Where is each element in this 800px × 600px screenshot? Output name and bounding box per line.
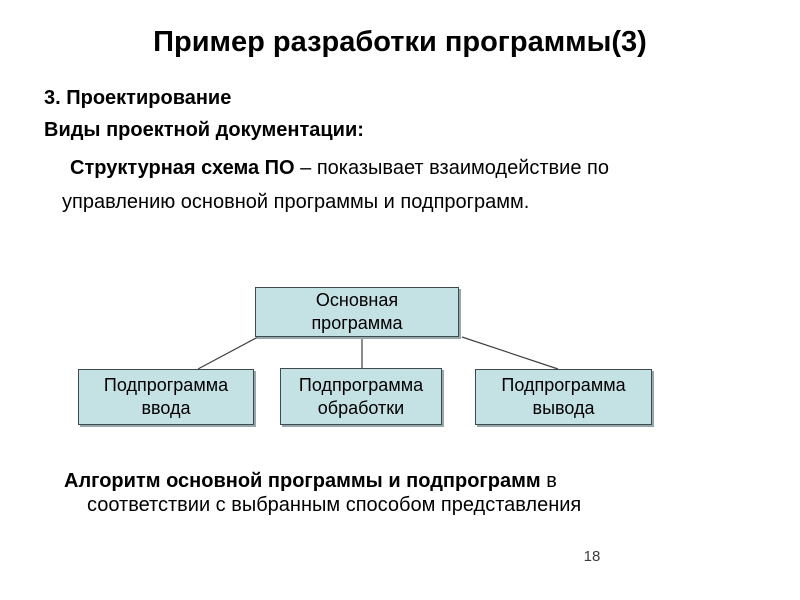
connector-left [197,336,259,370]
node-label-line: ввода [141,398,191,418]
node-label-line: Подпрограмма [298,374,424,395]
page-number: 18 [583,548,601,565]
footer-bold-text: Алгоритм основной программы и подпрограм… [64,470,541,492]
footer-line1-rest: в [540,470,557,492]
node-label-line: программа [311,313,403,333]
paragraph-line1: Структурная схема ПО – показывает взаимо… [70,157,609,180]
node-label-line: обработки [317,397,405,418]
node-label-line: Основная [315,290,399,310]
doc-types-heading: Виды проектной документации: [44,119,364,141]
diagram-node-output-subprogram: Подпрограмма вывода [475,369,652,425]
footer-line1: Алгоритм основной программы и подпрограм… [64,470,557,493]
slide-title: Пример разработки программы(3) [153,26,647,58]
footer-line2: соответствии с выбранным способом предст… [87,494,582,516]
paragraph-line1-rest: – показывает взаимодействие по [294,157,609,179]
diagram-node-main-program: Основная программа [255,287,459,337]
diagram-node-processing-subprogram: Подпрограмма обработки [280,368,442,425]
paragraph-line2: управлению основной программы и подпрогр… [62,191,530,213]
node-label-line: Подпрограмма [103,375,229,395]
node-label-line: вывода [532,398,595,418]
section-heading: 3. Проектирование [44,87,232,109]
connector-right [461,336,559,370]
diagram-node-input-subprogram: Подпрограмма ввода [78,369,254,425]
node-label-line: Подпрограмма [501,375,626,395]
paragraph-term: Структурная схема ПО [70,157,295,179]
